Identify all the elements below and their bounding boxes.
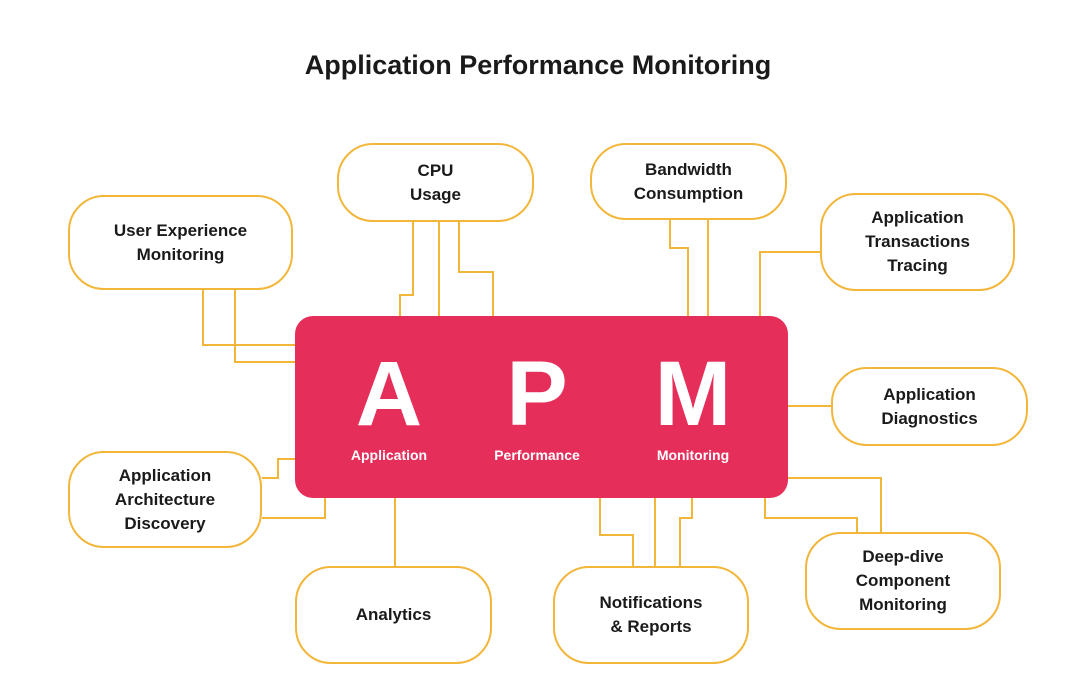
- apm-label-performance: Performance: [494, 447, 580, 463]
- node-cpu-usage: CPU Usage: [337, 143, 534, 222]
- apm-letter-p: P: [506, 343, 568, 445]
- node-application-transactions-tracing: Application Transactions Tracing: [820, 193, 1015, 291]
- connector-architecture-1: [262, 458, 295, 479]
- apm-label-application: Application: [350, 447, 428, 463]
- connector-deep-dive-1: [788, 477, 882, 532]
- node-bandwidth-consumption: Bandwidth Consumption: [590, 143, 787, 220]
- apm-block: A Application P Performance M Monitoring: [295, 316, 788, 498]
- connector-bandwidth-1: [669, 220, 689, 316]
- connector-user-experience-2: [234, 290, 295, 363]
- connector-architecture-2: [262, 498, 326, 519]
- connector-notifications-3: [679, 498, 693, 566]
- apm-label-monitoring: Monitoring: [656, 447, 730, 463]
- apm-letter-m: M: [654, 343, 732, 445]
- connector-transactions: [759, 251, 820, 316]
- node-application-diagnostics: Application Diagnostics: [831, 367, 1028, 446]
- connector-user-experience-1: [202, 290, 295, 346]
- connector-notifications-1: [599, 498, 634, 566]
- node-deep-dive-component-monitoring: Deep-dive Component Monitoring: [805, 532, 1001, 630]
- node-application-architecture-discovery: Application Architecture Discovery: [68, 451, 262, 548]
- node-user-experience-monitoring: User Experience Monitoring: [68, 195, 293, 290]
- apm-letter-a: A: [355, 343, 423, 445]
- node-notifications-reports: Notifications & Reports: [553, 566, 749, 664]
- connector-cpu-1: [399, 222, 414, 316]
- connector-cpu-3: [458, 222, 494, 316]
- connector-deep-dive-2: [764, 498, 858, 532]
- diagram-title: Application Performance Monitoring: [304, 50, 772, 80]
- node-analytics: Analytics: [295, 566, 492, 664]
